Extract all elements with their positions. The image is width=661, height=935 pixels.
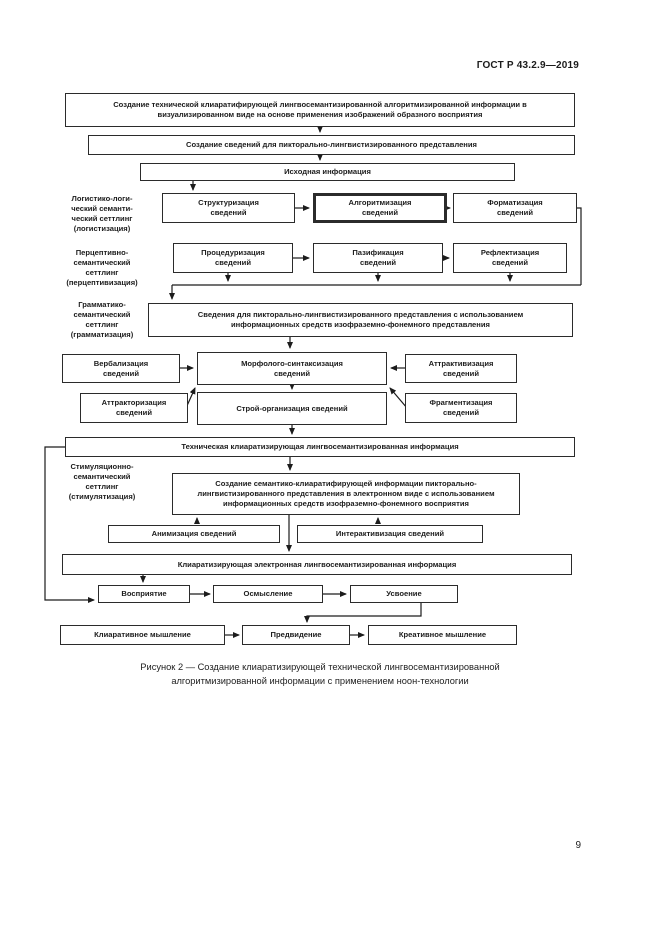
box-perception: Восприятие — [98, 585, 190, 603]
box-source-info: Исходная информация — [140, 163, 515, 181]
box-prediction: Предвидение — [242, 625, 350, 645]
box-verbalization: Вербализация сведений — [62, 354, 180, 383]
box-tech-clearing-info: Техническая клиаратизирующая лингвосеман… — [65, 437, 575, 457]
box-formatization: Форматизация сведений — [453, 193, 577, 223]
box-creative-thinking: Креативное мышление — [368, 625, 517, 645]
box-pazification: Пазификация сведений — [313, 243, 443, 273]
box-algorithmization: Алгоритмизация сведений — [313, 193, 447, 223]
box-interactivization: Интерактивизация сведений — [297, 525, 483, 543]
box-animization: Анимизация сведений — [108, 525, 280, 543]
page-number: 9 — [575, 840, 581, 851]
figure-caption: Рисунок 2 — Создание клиаратизирующей те… — [140, 662, 500, 687]
box-cliarative-thinking: Клиаративное мышление — [60, 625, 225, 645]
box-create-tech-info: Создание технической клиаратифирующей ли… — [65, 93, 575, 127]
box-procedurization: Процедуризация сведений — [173, 243, 293, 273]
box-create-semantic: Создание семантико-клиаратифирующей инфо… — [172, 473, 520, 515]
document-header: ГОСТ Р 43.2.9—2019 — [476, 60, 579, 71]
box-clearing-electronic: Клиаратизирующая электронная лингвосеман… — [62, 554, 572, 575]
stage-label-logistic: Логистико-логи- ческий семанти- ческий с… — [71, 194, 133, 233]
box-morpho-syntax: Морфолого-синтаксизация сведений — [197, 352, 387, 385]
box-svedenia-pictorial: Сведения для пикторально-лингвистизирова… — [148, 303, 573, 337]
box-attractivization: Аттрактивизация сведений — [405, 354, 517, 383]
box-stroy-org: Строй-организация сведений — [197, 392, 387, 425]
box-comprehension: Осмысление — [213, 585, 323, 603]
box-structurization: Структуризация сведений — [162, 193, 295, 223]
box-assimilation: Усвоение — [350, 585, 458, 603]
box-fragmentization: Фрагментизация сведений — [405, 393, 517, 423]
box-reflectization: Рефлектизация сведений — [453, 243, 567, 273]
stage-label-stimulation: Стимуляционно- семантический сеттлинг (с… — [68, 462, 136, 501]
stage-label-grammatic: Грамматико- семантический сеттлинг (грам… — [70, 300, 134, 339]
stage-label-perceptive: Перцептивно- семантический сеттлинг (пер… — [66, 248, 138, 287]
box-attractorization: Аттракторизация сведений — [80, 393, 188, 423]
box-create-pictorial: Создание сведений для пикторально-лингви… — [88, 135, 575, 155]
